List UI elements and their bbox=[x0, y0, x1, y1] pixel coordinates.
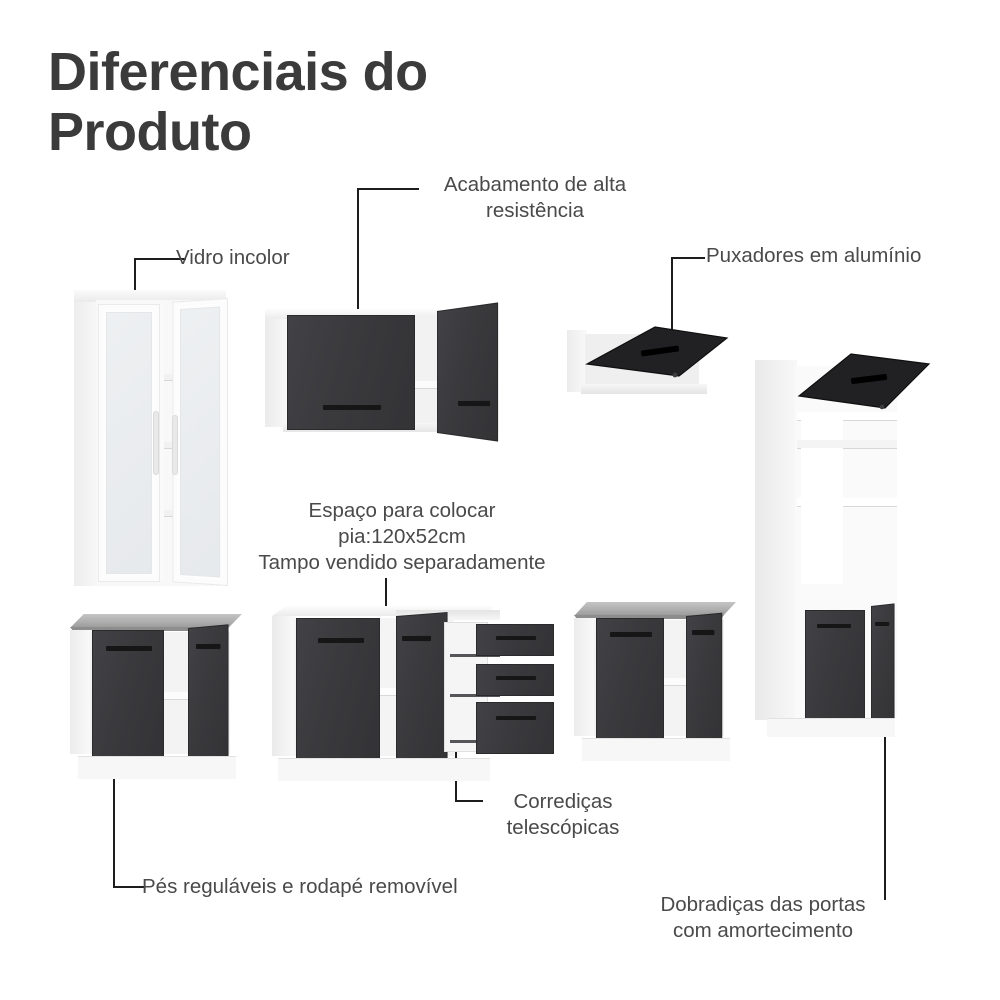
leader-vidro-incolor bbox=[134, 258, 186, 310]
wall-cabinet-door-left-handle[interactable] bbox=[323, 405, 381, 410]
glass-door-cabinet[interactable] bbox=[74, 290, 228, 590]
pantry-shelf bbox=[797, 440, 897, 448]
base-right-door-1-handle[interactable] bbox=[610, 632, 652, 637]
wall-cabinet-two-door[interactable] bbox=[265, 302, 509, 442]
base-right-shelf bbox=[664, 678, 704, 685]
telescopic-slide bbox=[450, 694, 500, 697]
pantry-flip-door-handle bbox=[850, 374, 888, 384]
page-title: Diferenciais do Produto bbox=[48, 42, 568, 163]
pantry-door-lower-right-handle[interactable] bbox=[875, 621, 890, 627]
callout-corredicas: Corrediças telescópicas bbox=[506, 790, 620, 840]
pantry-plinth bbox=[767, 718, 895, 737]
callout-espaco-pia: Espaço para colocar pia:120x52cm Tampo v… bbox=[258, 499, 546, 575]
pantry-flip-door-hinge bbox=[879, 404, 885, 410]
pantry-side-panel bbox=[755, 360, 797, 720]
cabinet-side-panel bbox=[74, 298, 96, 586]
glass-door-right-handle[interactable] bbox=[173, 416, 177, 474]
pantry-open-bay bbox=[801, 420, 843, 440]
base-left-countertop-edge bbox=[70, 627, 228, 631]
leader-puxadores bbox=[671, 257, 705, 353]
base-left-door-2-handle[interactable] bbox=[196, 643, 221, 650]
glass-door-left-handle[interactable] bbox=[154, 412, 158, 474]
glass-door-right[interactable] bbox=[172, 298, 228, 586]
sink-base-plinth bbox=[278, 758, 490, 781]
wall-cabinet-top bbox=[265, 309, 461, 319]
pantry-shelf bbox=[797, 498, 897, 506]
base-left-shelf bbox=[164, 692, 206, 699]
pantry-flip-door[interactable] bbox=[789, 350, 969, 420]
base-right-plinth bbox=[582, 738, 730, 761]
callout-puxadores: Puxadores em alumínio bbox=[706, 244, 922, 267]
wall-cabinet-flip-door[interactable] bbox=[567, 322, 737, 402]
drawer-front-2-handle[interactable] bbox=[496, 676, 536, 680]
flip-door-handle bbox=[640, 345, 680, 357]
wall-cabinet-door-left[interactable] bbox=[287, 315, 415, 430]
base-right-countertop-edge bbox=[574, 615, 724, 619]
telescopic-slide bbox=[450, 654, 500, 657]
pantry-door-lower-left[interactable] bbox=[805, 610, 865, 720]
leader-acabamento bbox=[357, 188, 419, 314]
base-right-door-2-handle[interactable] bbox=[692, 629, 715, 636]
page-title-line-1: Diferenciais do bbox=[48, 42, 428, 102]
base-cabinet-right[interactable] bbox=[572, 596, 742, 761]
sink-base-door-2-handle[interactable] bbox=[402, 635, 432, 642]
glass-pane bbox=[177, 303, 224, 581]
pantry-door-lower-left-handle[interactable] bbox=[817, 624, 851, 628]
base-left-plinth bbox=[78, 756, 236, 779]
glass-pane bbox=[103, 309, 155, 577]
base-left-side-panel bbox=[70, 630, 92, 754]
drawer-front-3[interactable] bbox=[476, 702, 554, 754]
callout-dobradicas: Dobradiças das portas com amortecimento bbox=[660, 893, 866, 943]
base-left-door-1[interactable] bbox=[92, 630, 164, 758]
drawer-stack[interactable] bbox=[444, 606, 558, 766]
callout-acabamento: Acabamento de alta resistência bbox=[443, 173, 627, 223]
leader-espaco-pia bbox=[385, 578, 387, 614]
sink-base-cabinet[interactable] bbox=[268, 596, 558, 781]
callout-vidro-incolor: Vidro incolor bbox=[176, 246, 290, 269]
drawer-front-1-handle[interactable] bbox=[496, 636, 536, 640]
base-cabinet-left[interactable] bbox=[66, 606, 248, 779]
glass-door-left[interactable] bbox=[98, 304, 160, 582]
leader-dobradicas bbox=[884, 716, 886, 900]
drawer-front-2[interactable] bbox=[476, 664, 554, 696]
pantry-open-bay bbox=[801, 506, 843, 584]
base-right-door-1[interactable] bbox=[596, 618, 664, 740]
base-right-countertop bbox=[574, 602, 736, 616]
wall-cabinet-door-right[interactable] bbox=[437, 302, 499, 442]
pantry-open-bay bbox=[801, 448, 843, 498]
sink-base-top-rail bbox=[272, 606, 494, 616]
cabinet-top-panel bbox=[74, 290, 226, 302]
glass-cabinet-divider bbox=[158, 304, 164, 582]
tall-pantry-column[interactable] bbox=[755, 353, 931, 737]
leader-pes-reguláveis bbox=[113, 775, 145, 888]
flip-cabinet-side bbox=[567, 330, 587, 392]
flip-door-hinge bbox=[672, 372, 678, 378]
base-left-countertop bbox=[70, 614, 242, 628]
flip-cabinet-bottom bbox=[581, 384, 707, 394]
page-title-line-2: Produto bbox=[48, 102, 252, 163]
flip-door-panel[interactable] bbox=[567, 322, 737, 402]
callout-pes-reguláveis: Pés reguláveis e rodapé removível bbox=[142, 875, 458, 898]
wall-cabinet-door-right-handle[interactable] bbox=[458, 400, 491, 407]
sink-opening bbox=[396, 610, 500, 620]
telescopic-slide bbox=[450, 740, 500, 743]
drawer-front-1[interactable] bbox=[476, 624, 554, 656]
sink-base-side-panel bbox=[272, 616, 296, 756]
wall-cabinet-side bbox=[265, 315, 287, 427]
base-right-side-panel bbox=[574, 618, 596, 736]
pantry-shelf bbox=[797, 412, 897, 420]
base-left-door-1-handle[interactable] bbox=[106, 646, 152, 651]
sink-base-door-1-handle[interactable] bbox=[318, 638, 364, 643]
drawer-front-3-handle[interactable] bbox=[496, 716, 536, 720]
